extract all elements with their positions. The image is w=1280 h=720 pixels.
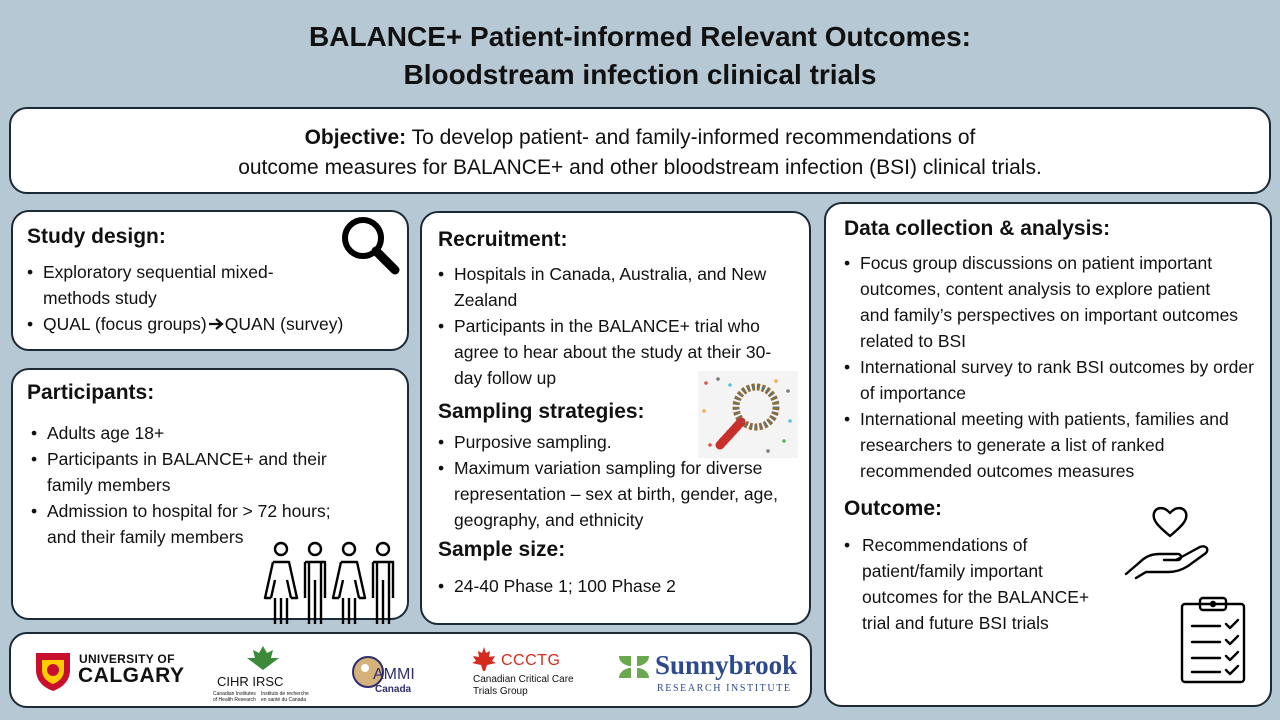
recruitment-heading: Recruitment: bbox=[438, 228, 568, 251]
objective-label: Objective: bbox=[304, 126, 407, 149]
list-item: QUAL (focus groups)QUAN (survey) bbox=[27, 311, 393, 338]
list-item: Admission to hospital for > 72 hours; an… bbox=[31, 498, 339, 550]
magnifying-glass-icon bbox=[339, 214, 401, 281]
ccctg-logo: CCCTG Canadian Critical Care Trials Grou… bbox=[471, 644, 601, 704]
family-group-icon bbox=[261, 540, 403, 631]
sampling-strategies-heading: Sampling strategies: bbox=[438, 400, 645, 423]
list-item: Maximum variation sampling for diverse r… bbox=[438, 455, 799, 533]
cihr-sub-right: Instituts de recherche en santé du Canad… bbox=[261, 691, 309, 703]
recruitment-list: Hospitals in Canada, Australia, and New … bbox=[438, 261, 793, 391]
recruitment-box: Recruitment: Hospitals in Canada, Austra… bbox=[420, 211, 811, 625]
list-item: International meeting with patients, fam… bbox=[844, 406, 1250, 484]
participants-box: Participants: Adults age 18+ Participant… bbox=[11, 368, 409, 624]
ammi-main: AMMI bbox=[373, 666, 415, 683]
list-item: Purposive sampling. bbox=[438, 429, 793, 455]
outcome-list: Recommendations of patient/family import… bbox=[844, 532, 1252, 636]
objective-line-1: Objective: To develop patient- and famil… bbox=[11, 123, 1269, 153]
study-design-box: Study design: Exploratory sequential mix… bbox=[11, 210, 409, 351]
list-item: Participants in the BALANCE+ trial who a… bbox=[438, 313, 799, 391]
outcome-heading: Outcome: bbox=[844, 497, 943, 520]
study-design-heading: Study design: bbox=[27, 225, 166, 248]
data-collection-box: Data collection & analysis: Focus group … bbox=[824, 202, 1272, 707]
cihr-irsc-logo: CIHR IRSC Canadian Institutes of Health … bbox=[213, 644, 309, 704]
list-item: Focus group discussions on patient impor… bbox=[844, 250, 1240, 354]
title-line-2: Bloodstream infection clinical trials bbox=[403, 59, 877, 90]
sunnybrook-main: Sunnybrook bbox=[655, 650, 798, 680]
ccctg-sub-1: Canadian Critical Care bbox=[473, 674, 574, 685]
university-of-calgary-logo: UNIVERSITY OF CALGARY bbox=[33, 650, 185, 694]
sample-size-heading: Sample size: bbox=[438, 538, 566, 561]
list-item: Participants in BALANCE+ and their famil… bbox=[31, 446, 347, 498]
ammi-canada-logo: AMMI Canada bbox=[351, 654, 431, 698]
list-item: International survey to rank BSI outcome… bbox=[844, 354, 1260, 406]
ammi-sub: Canada bbox=[375, 684, 412, 695]
sample-size-list: 24-40 Phase 1; 100 Phase 2 bbox=[438, 573, 793, 599]
list-item: Recommendations of patient/family import… bbox=[844, 532, 1097, 636]
title-line-1: BALANCE+ Patient-informed Relevant Outco… bbox=[309, 21, 971, 52]
ammi-emblem-icon bbox=[352, 656, 384, 688]
crowd-dots bbox=[702, 377, 792, 453]
data-collection-list: Focus group discussions on patient impor… bbox=[844, 250, 1254, 484]
calgary-line-2: CALGARY bbox=[78, 664, 185, 687]
poster-title: BALANCE+ Patient-informed Relevant Outco… bbox=[0, 18, 1280, 94]
list-item: 24-40 Phase 1; 100 Phase 2 bbox=[438, 573, 793, 599]
list-item: Adults age 18+ bbox=[31, 420, 347, 446]
sampling-list: Purposive sampling. Maximum variation sa… bbox=[438, 429, 793, 533]
calgary-line-1: UNIVERSITY OF bbox=[79, 652, 175, 666]
clipboard-checklist-icon bbox=[1178, 594, 1248, 691]
list-item: Hospitals in Canada, Australia, and New … bbox=[438, 261, 784, 313]
ccctg-sub-2: Trials Group bbox=[473, 686, 528, 697]
calgary-crest-icon bbox=[36, 653, 70, 691]
list-item: Exploratory sequential mixed-methods stu… bbox=[27, 259, 318, 311]
cihr-leaf-icon bbox=[247, 646, 279, 670]
maple-leaf-icon bbox=[472, 647, 496, 671]
participants-list: Adults age 18+ Participants in BALANCE+ … bbox=[27, 420, 393, 550]
participants-heading: Participants: bbox=[27, 381, 155, 404]
study-design-list: Exploratory sequential mixed-methods stu… bbox=[27, 259, 393, 338]
sunnybrook-sub: RESEARCH INSTITUTE bbox=[657, 683, 792, 694]
sunnybrook-leaf-icon bbox=[619, 656, 649, 678]
partner-logos-box: UNIVERSITY OF CALGARY CIHR IRSC Canadian… bbox=[9, 632, 812, 708]
data-collection-heading: Data collection & analysis: bbox=[844, 217, 1111, 240]
objective-text-2: outcome measures for BALANCE+ and other … bbox=[238, 156, 1042, 179]
arrow-right-icon bbox=[208, 312, 224, 338]
objective-box: Objective: To develop patient- and famil… bbox=[9, 107, 1271, 194]
crowd-magnifier-image bbox=[698, 371, 798, 458]
cihr-main: CIHR IRSC bbox=[217, 674, 284, 689]
objective-text-1: To develop patient- and family-informed … bbox=[406, 126, 976, 149]
ccctg-main: CCCTG bbox=[501, 652, 561, 669]
cihr-sub-left: Canadian Institutes of Health Research bbox=[213, 691, 256, 703]
heart-hand-icon bbox=[1122, 504, 1218, 585]
sunnybrook-logo: Sunnybrook RESEARCH INSTITUTE bbox=[617, 650, 803, 698]
